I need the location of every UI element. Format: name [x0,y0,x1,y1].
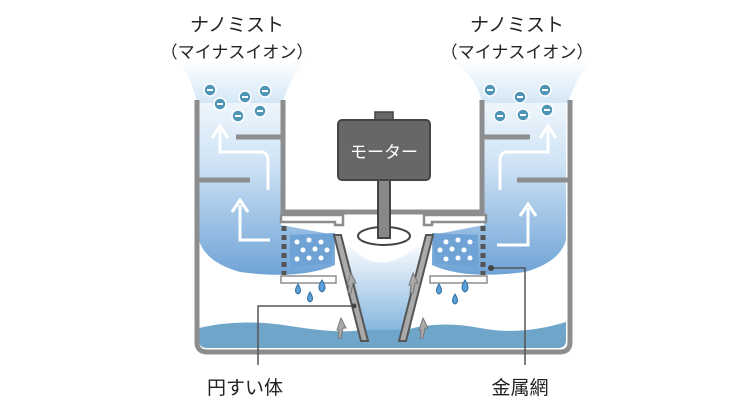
left-porous-block [290,233,335,268]
left-lower-plate [279,213,345,227]
left-nanomist-subtitle: （マイナスイオン） [160,43,314,63]
container-wall [194,100,573,355]
right-nanomist-subtitle: （マイナスイオン） [440,43,594,63]
flow-arrows [210,123,558,247]
right-nanomist-title: ナノミスト [469,14,565,36]
center-mist [345,240,422,335]
cone-label: 円すい体 [206,377,284,399]
mesh-leader-line [491,267,526,365]
right-cone [397,234,435,342]
right-shelf [429,275,488,284]
left-shelf [280,275,337,284]
motor-label: モーター [350,143,418,163]
air-arrows [336,271,429,339]
cone-leader-line [257,305,354,365]
motor-shaft [377,179,391,239]
right-lower-plate [422,213,488,227]
water [199,322,566,348]
right-porous-block [432,233,478,268]
mesh-label: 金属網 [491,377,549,399]
water-drops [295,279,469,305]
left-nanomist-title: ナノミスト [189,14,285,36]
